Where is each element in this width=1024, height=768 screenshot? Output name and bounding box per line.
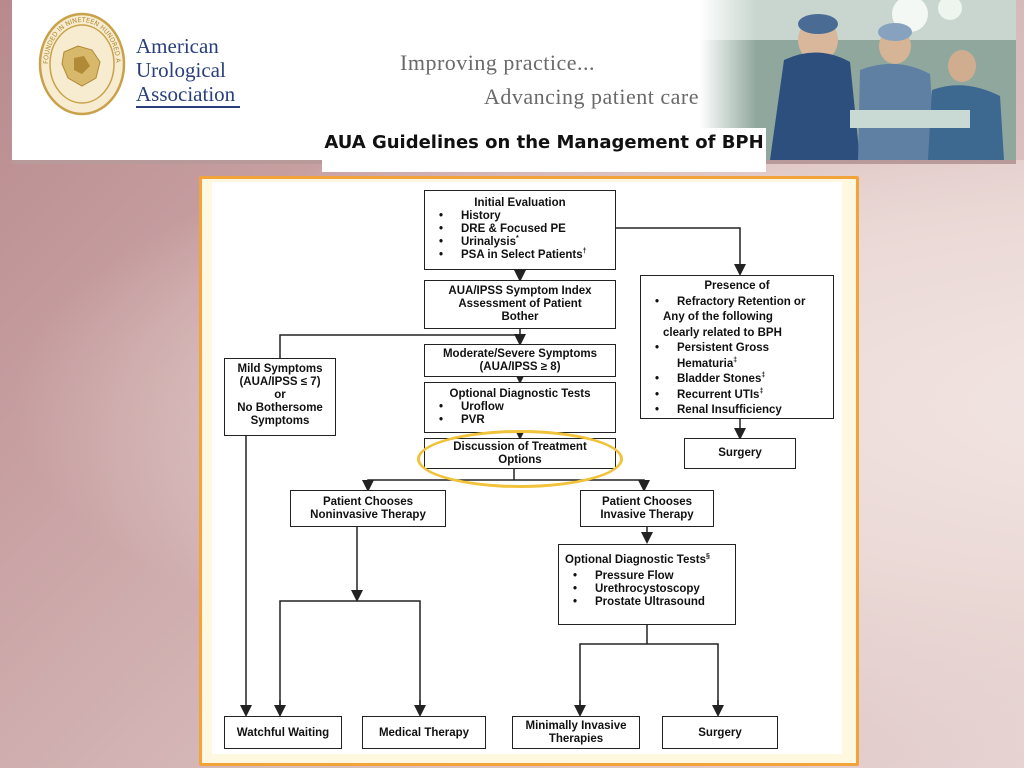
surgery-box-bottom: Surgery — [662, 716, 778, 749]
list-item: Uroflow — [437, 401, 611, 414]
symptom-index-line3: Bother — [501, 311, 539, 323]
moderate-line1: Moderate/Severe Symptoms — [442, 348, 598, 360]
list-item: PVR — [437, 414, 611, 427]
symptom-index-line1: AUA/IPSS Symptom Index — [448, 285, 592, 297]
initial-evaluation-box: Initial Evaluation History DRE & Focused… — [424, 190, 616, 270]
list-item: History — [437, 210, 611, 223]
tagline-advancing: Advancing patient care — [484, 84, 700, 109]
surgery-box-top: Surgery — [684, 438, 796, 469]
list-item: Prostate Ultrasound — [571, 596, 731, 609]
minimally-line2: Therapies — [548, 733, 604, 745]
mild-line5: Symptoms — [250, 415, 310, 427]
minimally-line1: Minimally Invasive — [525, 720, 627, 732]
invasive-box: Patient Chooses Invasive Therapy — [580, 490, 714, 527]
optional-tests-2-list: Pressure Flow Urethrocystoscopy Prostate… — [563, 570, 731, 609]
noninvasive-line2: Noninvasive Therapy — [310, 509, 426, 521]
mild-line3: or — [274, 389, 286, 401]
optional-tests-1-title: Optional Diagnostic Tests — [449, 388, 591, 400]
watchful-waiting-label: Watchful Waiting — [236, 727, 330, 739]
tagline-improving: Improving practice... — [400, 50, 595, 75]
noninvasive-line1: Patient Chooses — [322, 496, 414, 508]
mild-symptoms-box: Mild Symptoms (AUA/IPSS ≤ 7) or No Bothe… — [224, 358, 336, 436]
initial-evaluation-list: History DRE & Focused PE Urinalysis* PSA… — [429, 210, 611, 262]
mild-line4: No Bothersome — [237, 402, 323, 414]
list-item: Urinalysis* — [437, 235, 611, 249]
minimally-invasive-box: Minimally Invasive Therapies — [512, 716, 640, 749]
moderate-line2: (AUA/IPSS ≥ 8) — [479, 361, 561, 373]
presence-list: Persistent Gross Hematuria‡ Bladder Ston… — [645, 341, 829, 419]
presence-list-top: Refractory Retention or — [645, 295, 829, 311]
list-item: DRE & Focused PE — [437, 223, 611, 236]
footnote-mark: ‡ — [733, 356, 738, 364]
discussion-highlight-ellipse — [417, 430, 623, 488]
surgery-bottom-label: Surgery — [698, 727, 742, 739]
list-item: Persistent Gross Hematuria‡ — [653, 341, 829, 372]
footnote-mark: * — [515, 235, 519, 243]
list-item: Recurrent UTIs‡ — [653, 388, 829, 404]
presence-line3: clearly related to BPH — [663, 326, 782, 339]
footnote-mark: ‡ — [759, 387, 764, 395]
initial-evaluation-title: Initial Evaluation — [474, 197, 566, 209]
medical-therapy-box: Medical Therapy — [362, 716, 486, 749]
org-name-line2: Urological — [136, 58, 226, 82]
optional-tests-2-title: Optional Diagnostic Tests§ — [565, 553, 710, 566]
aua-seal-logo: FOUNDED IN NINETEEN HUNDRED AND TWO — [38, 12, 126, 116]
presence-line2: Any of the following — [663, 311, 773, 323]
slide-title: AUA Guidelines on the Management of BPH — [324, 132, 764, 153]
symptom-index-line2: Assessment of Patient — [458, 298, 582, 310]
org-name: American Urological Association — [136, 34, 256, 106]
watchful-waiting-box: Watchful Waiting — [224, 716, 342, 749]
footnote-mark: † — [582, 248, 587, 256]
list-item: Urethrocystoscopy — [571, 583, 731, 596]
symptom-index-box: AUA/IPSS Symptom Index Assessment of Pat… — [424, 280, 616, 329]
moderate-symptoms-box: Moderate/Severe Symptoms (AUA/IPSS ≥ 8) — [424, 344, 616, 377]
optional-tests-box-2: Optional Diagnostic Tests§ Pressure Flow… — [558, 544, 736, 625]
footnote-mark: § — [706, 553, 710, 561]
list-item: PSA in Select Patients† — [437, 248, 611, 262]
mild-line1: Mild Symptoms — [237, 363, 323, 375]
footnote-mark: ‡ — [761, 372, 766, 380]
surgery-top-label: Surgery — [718, 447, 762, 459]
mild-line2: (AUA/IPSS ≤ 7) — [239, 376, 321, 388]
medical-therapy-label: Medical Therapy — [378, 727, 470, 739]
slide-title-box: AUA Guidelines on the Management of BPH — [322, 128, 766, 172]
org-name-line3: Association — [136, 82, 236, 106]
org-name-line1: American — [136, 34, 219, 58]
list-item: Bladder Stones‡ — [653, 372, 829, 388]
presence-title: Presence of — [704, 280, 770, 292]
list-item: Pressure Flow — [571, 570, 731, 583]
presence-of-box: Presence of Refractory Retention or Any … — [640, 275, 834, 419]
optional-tests-box-1: Optional Diagnostic Tests Uroflow PVR — [424, 382, 616, 433]
optional-tests-1-list: Uroflow PVR — [429, 401, 611, 427]
noninvasive-box: Patient Chooses Noninvasive Therapy — [290, 490, 446, 527]
list-item: Renal Insufficiency — [653, 403, 829, 419]
invasive-line1: Patient Chooses — [601, 496, 693, 508]
org-underline — [136, 106, 240, 108]
list-item: Refractory Retention or — [653, 295, 829, 311]
invasive-line2: Invasive Therapy — [600, 509, 694, 521]
